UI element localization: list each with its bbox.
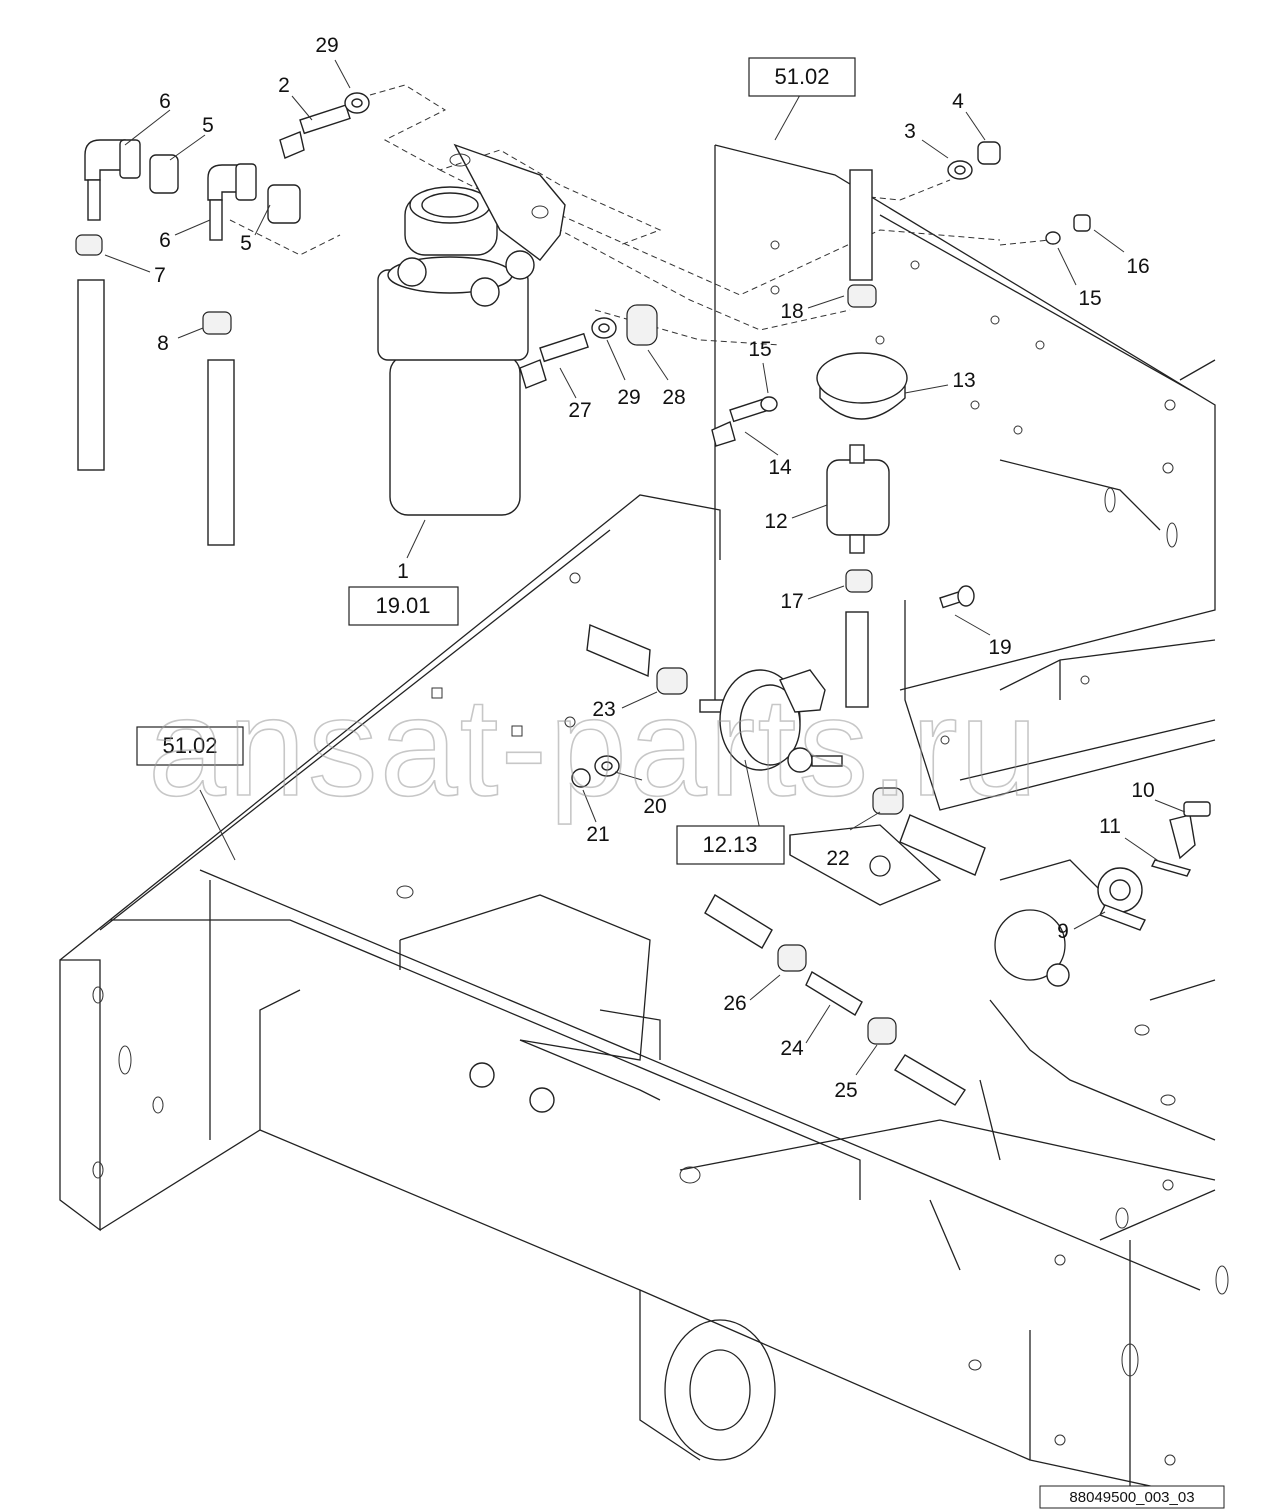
inline-filter-group [711,141,1091,708]
callout-8: 8 [157,332,169,355]
assembly-guide-lines [229,84,1051,346]
callout-3: 3 [904,120,916,143]
callout-leader-lines [104,59,1186,1076]
callout-4: 4 [952,90,964,113]
callout-15: 15 [748,338,771,361]
callout-12: 12 [764,510,787,533]
watermark-text: ansat-parts.ru [148,668,1040,825]
callout-6: 6 [159,229,171,252]
callout-29: 29 [315,34,338,57]
callout-numbers: 2 29 6 5 6 5 7 8 1 27 29 28 4 3 16 15 18… [154,34,1155,1102]
ref-box-51-02-left-label: 51.02 [162,733,217,758]
chassis-frame [59,144,1229,1501]
callout-13: 13 [952,369,975,392]
ref-box-12-13 [676,825,785,865]
fuel-filter-assembly [279,92,658,516]
callout-20: 20 [643,795,666,818]
reference-boxes: 51.02 19.01 51.02 12.13 [136,57,856,865]
callout-25: 25 [834,1079,857,1102]
callout-19: 19 [988,636,1011,659]
callout-5: 5 [240,232,252,255]
lower-fittings-group [704,801,1211,1106]
left-hose-fittings [75,139,301,546]
ref-box-19-01 [348,586,459,626]
callout-23: 23 [592,698,615,721]
callout-18: 18 [780,300,803,323]
callout-27: 27 [568,399,591,422]
doc-id-box [1039,1485,1225,1509]
callout-11: 11 [1099,815,1121,838]
callout-24: 24 [780,1037,804,1060]
callout-26: 26 [723,992,746,1015]
fuel-pump-group [571,623,986,876]
callout-14: 14 [768,456,792,479]
callout-28: 28 [662,386,685,409]
callout-9: 9 [1057,920,1069,943]
ref-box-19-01-label: 19.01 [375,593,430,618]
callout-10: 10 [1131,779,1154,802]
callout-22: 22 [826,847,849,870]
ref-box-12-13-label: 12.13 [702,832,757,857]
doc-id: 88049500_003_03 [1069,1489,1194,1506]
callout-1: 1 [397,560,409,583]
callout-6: 6 [159,90,171,113]
ref-box-51-02-top [748,57,856,97]
ref-box-51-02-left [136,726,244,766]
callout-15: 15 [1078,287,1101,310]
callout-7: 7 [154,264,166,287]
callout-5: 5 [202,114,214,137]
callout-21: 21 [586,823,609,846]
callout-2: 2 [278,74,290,97]
callout-29: 29 [617,386,640,409]
callout-17: 17 [780,590,803,613]
callout-16: 16 [1126,255,1149,278]
ref-box-51-02-top-label: 51.02 [774,64,829,89]
